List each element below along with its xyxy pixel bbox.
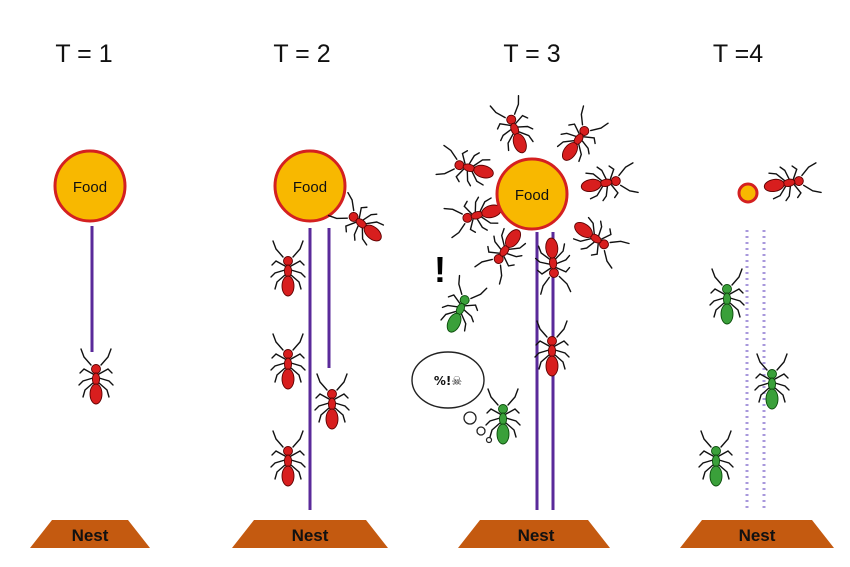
green-ant [698, 430, 734, 487]
red-ant [78, 348, 114, 405]
food-label: Food [73, 179, 107, 196]
nest-label: Nest [292, 526, 329, 545]
food-source [495, 157, 569, 231]
exclamation-mark: ! [434, 249, 446, 290]
panel-t2: T = 2 Food Nest [232, 40, 393, 548]
red-ant [270, 333, 306, 390]
red-ant [549, 104, 611, 171]
green-ant [709, 268, 745, 325]
food-source [273, 149, 347, 223]
red-ant [577, 160, 640, 205]
nest [30, 520, 150, 548]
red-ant [472, 219, 534, 286]
panel-t1: T = 1 Food Nest [30, 40, 150, 548]
nest [458, 520, 610, 548]
panel-t3: T = 3 Food ! %!☠ Nest [411, 40, 640, 548]
nest-label: Nest [72, 526, 109, 545]
food-remnant [737, 182, 759, 204]
green-ant [754, 353, 790, 410]
time-label: T = 1 [55, 40, 112, 68]
panel-t4: T =4 Nest [680, 40, 834, 548]
red-ant [760, 160, 823, 205]
nest-label: Nest [739, 526, 776, 545]
time-label: T = 2 [273, 40, 330, 68]
time-label: T =4 [713, 40, 763, 68]
nest [232, 520, 388, 548]
red-ant [564, 209, 631, 271]
red-ant [314, 373, 350, 430]
red-ant [270, 240, 306, 297]
food-source [53, 149, 127, 223]
nest [680, 520, 834, 548]
thought-bubble: %!☠ [411, 351, 493, 444]
nest-label: Nest [518, 526, 555, 545]
red-ant [434, 142, 499, 192]
red-ant [270, 430, 306, 487]
food-label: Food [293, 179, 327, 196]
green-ant [485, 388, 521, 445]
food-label: Food [515, 187, 549, 204]
thought-text: %!☠ [434, 374, 462, 388]
red-ant [487, 94, 540, 160]
time-label: T = 3 [503, 40, 560, 68]
